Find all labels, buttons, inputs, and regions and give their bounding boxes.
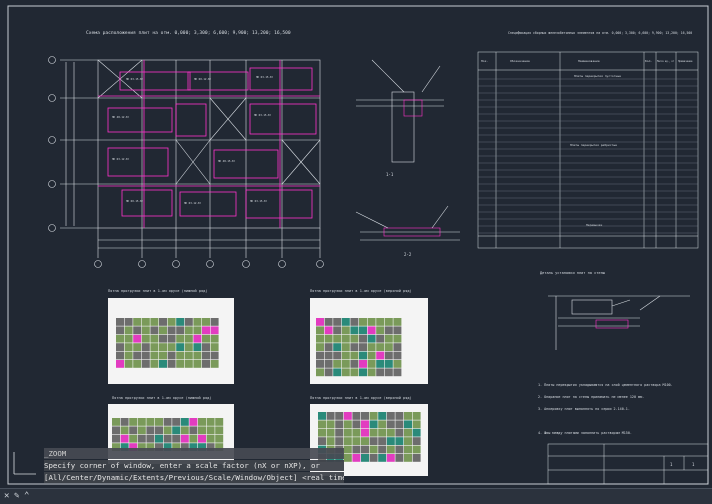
svg-text:ПК 63.15-8т: ПК 63.15-8т <box>254 113 272 117</box>
notes: 1. Плиты перекрытия укладываются на слой… <box>538 383 673 435</box>
svg-text:ПК 48.12-8т: ПК 48.12-8т <box>112 115 130 119</box>
stamp-sheet: 1 <box>670 462 673 467</box>
svg-text:ПК 63.15-8т: ПК 63.15-8т <box>250 199 268 203</box>
drawing-svg[interactable]: Схема расположения плит на отм. 0,000; 3… <box>0 0 712 490</box>
svg-text:3. Анкеровку плит выполнять по: 3. Анкеровку плит выполнять по серии 2.1… <box>538 407 630 411</box>
section-b-label: 2-2 <box>404 252 412 257</box>
svg-text:Плиты перекрытия ребристые: Плиты перекрытия ребристые <box>570 142 617 147</box>
section-details <box>355 59 460 241</box>
panel-3-title: Пятна прогрузки плит в 1-ом ярусе (нижни… <box>112 396 212 400</box>
svg-text:Перемычки: Перемычки <box>586 223 602 227</box>
svg-text:ПК 48.15-8т: ПК 48.15-8т <box>218 159 236 163</box>
chevron-up-icon[interactable]: ⌃ <box>24 491 30 501</box>
svg-text:Поз.: Поз. <box>481 59 488 63</box>
plan-title: Схема расположения плит на отм. 0,000; 3… <box>86 30 291 36</box>
command-options[interactable]: [All/Center/Dynamic/Extents/Previous/Sca… <box>44 472 344 483</box>
command-history: _ZOOM <box>44 448 344 459</box>
svg-text:Кол.: Кол. <box>645 59 652 63</box>
detail-drawing <box>548 295 690 350</box>
wrench-icon[interactable]: ✎ <box>14 491 20 501</box>
section-a-label: 1-1 <box>386 172 394 177</box>
spec-table <box>477 51 699 249</box>
detail-title: Деталь установки плит на стены <box>540 271 605 275</box>
panel-1-title: Пятна прогрузки плит в 1-ом ярусе (нижни… <box>108 289 208 293</box>
panel-4 <box>310 404 428 476</box>
svg-text:Наименование: Наименование <box>578 59 600 63</box>
close-icon[interactable]: ✕ <box>4 491 10 501</box>
command-bar: ✕ ✎ ⌃ <box>0 488 712 504</box>
panel-2-title: Пятна прогрузки плит в 1-ом ярусе (верхн… <box>310 289 412 293</box>
svg-text:2. Опирание плит на стены прин: 2. Опирание плит на стены принимать не м… <box>538 395 644 399</box>
svg-text:ПК 60.15-8т: ПК 60.15-8т <box>126 199 144 203</box>
plan-slabs-magenta <box>98 60 320 228</box>
drawing-canvas[interactable]: Схема расположения плит на отм. 0,000; 3… <box>0 0 712 490</box>
svg-text:Примечание: Примечание <box>678 60 693 63</box>
panel-1 <box>108 298 234 384</box>
command-input[interactable] <box>34 491 434 502</box>
spec-row-lines <box>478 78 698 234</box>
panel-4-title: Пятна прогрузки плит в 1-ом ярусе (верхн… <box>310 396 412 400</box>
svg-text:4. Швы между плитами заполнить: 4. Швы между плитами заполнить раствором… <box>538 431 632 435</box>
svg-text:ПК 63.12-8т: ПК 63.12-8т <box>184 201 202 205</box>
spec-sections: Плиты перекрытия пустотные Плиты перекры… <box>570 74 621 227</box>
svg-text:Масса ед., кг: Масса ед., кг <box>657 60 675 63</box>
panel-2 <box>310 298 428 384</box>
spec-headers: Поз. Обозначение Наименование Кол. Масса… <box>481 58 693 63</box>
plan-axis-markers <box>48 56 324 268</box>
spec-title: Спецификация сборных железобетонных элем… <box>508 30 692 35</box>
plan-labels: ПК 63.15-8т ПК 60.12-8т ПК 63.15-8т ПК 48.… <box>112 75 274 205</box>
command-prompt: Specify corner of window, enter a scale … <box>44 460 344 471</box>
sheet-frame <box>7 5 709 485</box>
stamp-sheets: 1 <box>692 462 695 467</box>
svg-text:ПК 60.12-8т: ПК 60.12-8т <box>194 77 212 81</box>
svg-text:Обозначение: Обозначение <box>510 58 530 63</box>
svg-text:1. Плиты перекрытия укладывают: 1. Плиты перекрытия укладываются на слой… <box>538 383 673 387</box>
svg-text:ПК 63.12-8т: ПК 63.12-8т <box>112 157 130 161</box>
svg-text:ПК 63.15-8т: ПК 63.15-8т <box>256 75 274 79</box>
svg-text:Плиты перекрытия пустотные: Плиты перекрытия пустотные <box>574 74 621 78</box>
svg-text:ПК 63.15-8т: ПК 63.15-8т <box>126 77 144 81</box>
ucs-icon <box>13 452 36 475</box>
title-block <box>547 443 709 485</box>
